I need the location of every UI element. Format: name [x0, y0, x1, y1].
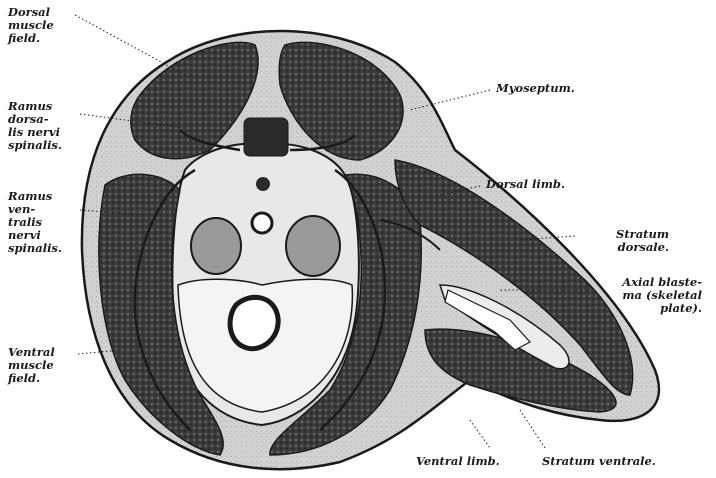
label-line: dorsale.: [585, 241, 669, 254]
label-axial-blastema: Axial blaste- ma (skeletal plate).: [598, 276, 702, 315]
label-stratum-ventrale: Stratum ventrale.: [542, 455, 656, 468]
central-canal: [252, 213, 272, 233]
label-ramus-ventralis: Ramus ven- tralis nervi spinalis.: [8, 190, 62, 255]
left-lobe: [191, 218, 241, 274]
label-ventral-limb: Ventral limb.: [416, 455, 500, 468]
label-ramus-dorsalis: Ramus dorsa- lis nervi spinalis.: [8, 100, 62, 152]
right-lobe: [286, 216, 340, 276]
label-dorsal-muscle-field: Dorsal muscle field.: [8, 6, 54, 45]
label-stratum-dorsale: Stratum dorsale.: [585, 228, 669, 254]
dorsal-aorta: [256, 177, 270, 191]
leader-stratum-ventrale: [520, 410, 545, 448]
label-ventral-muscle-field: Ventral muscle field.: [8, 346, 55, 385]
label-line: spinalis.: [8, 242, 62, 255]
notochord: [244, 118, 288, 156]
label-line: field.: [8, 32, 54, 45]
label-myoseptum: Myoseptum.: [496, 82, 575, 95]
label-line: spinalis.: [8, 139, 62, 152]
gut-lumen: [230, 297, 278, 348]
label-line: field.: [8, 372, 55, 385]
leader-ventral-limb: [470, 420, 490, 448]
label-dorsal-limb: Dorsal limb.: [486, 178, 565, 191]
label-line: plate).: [598, 302, 702, 315]
